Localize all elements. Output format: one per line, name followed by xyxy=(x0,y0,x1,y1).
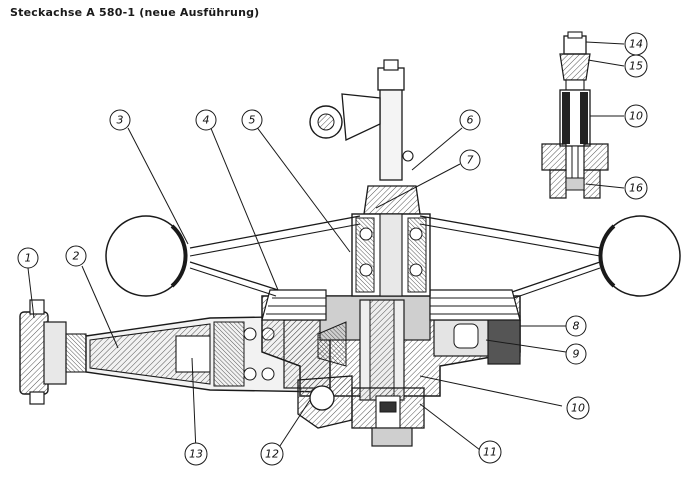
page-title: Steckachse A 580-1 (neue Ausführung) xyxy=(10,6,260,19)
callout-10: 10 xyxy=(566,396,590,420)
tie-rods xyxy=(189,215,601,299)
callout-label: 16 xyxy=(629,182,643,195)
differential-housing xyxy=(261,295,521,401)
ball-left xyxy=(105,215,188,297)
callout-label: 4 xyxy=(203,114,210,127)
callout-label: 6 xyxy=(467,114,474,127)
callout-label: 14 xyxy=(629,38,643,51)
callout-15: 15 xyxy=(624,54,648,78)
callout-4: 4 xyxy=(195,109,217,131)
callout-13: 13 xyxy=(184,442,208,466)
callout-1: 1 xyxy=(17,247,39,269)
callout-14: 14 xyxy=(624,32,648,56)
callout-label: 12 xyxy=(265,448,279,461)
callout-label: 15 xyxy=(629,60,643,73)
callout-5: 5 xyxy=(241,109,263,131)
callout-label: 10 xyxy=(571,402,585,415)
callout-9: 9 xyxy=(565,343,587,365)
spring-fins xyxy=(261,289,521,321)
leader-lines xyxy=(27,41,625,453)
callout-10-inset: 10 xyxy=(624,104,648,128)
callout-7: 7 xyxy=(459,149,481,171)
vertical-column xyxy=(309,59,431,297)
callout-label: 3 xyxy=(117,114,124,127)
callout-11: 11 xyxy=(478,440,502,464)
callout-label: 8 xyxy=(573,320,580,333)
callout-6: 6 xyxy=(459,109,481,131)
callout-12: 12 xyxy=(260,442,284,466)
inset-detail xyxy=(541,31,609,199)
callout-label: 2 xyxy=(73,250,80,263)
callout-label: 5 xyxy=(249,114,256,127)
callout-3: 3 xyxy=(109,109,131,131)
callout-label: 10 xyxy=(629,110,643,123)
callout-2: 2 xyxy=(65,245,87,267)
ball-right xyxy=(598,215,681,297)
callout-label: 1 xyxy=(25,252,32,265)
wheel-hub xyxy=(19,299,87,405)
callout-label: 9 xyxy=(573,348,580,361)
callout-16: 16 xyxy=(624,176,648,200)
lower-bracket xyxy=(297,375,425,447)
callout-label: 11 xyxy=(483,446,497,459)
callout-8: 8 xyxy=(565,315,587,337)
callout-label: 7 xyxy=(467,154,474,167)
callout-label: 13 xyxy=(189,448,203,461)
